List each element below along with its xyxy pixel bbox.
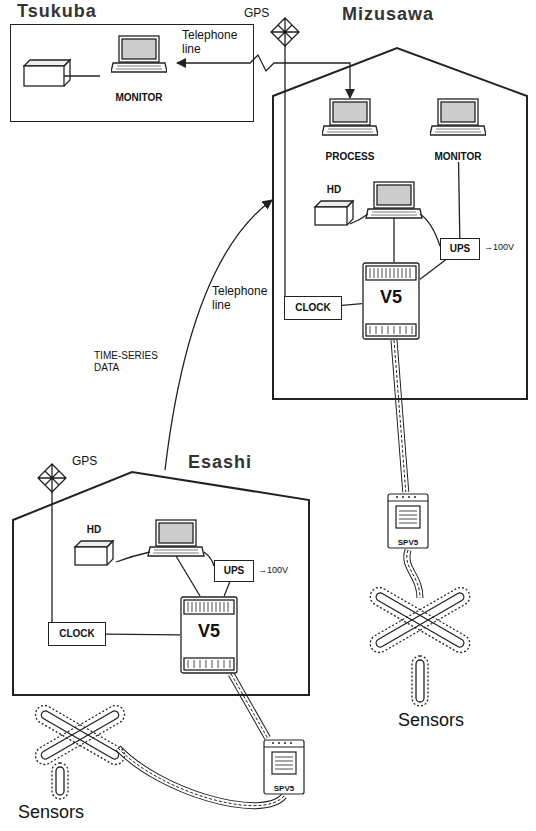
connector-line <box>459 162 460 238</box>
building-outline <box>12 470 310 696</box>
sensor-array <box>32 702 128 799</box>
connector <box>165 200 272 470</box>
edge-label: Telephone line <box>212 284 272 312</box>
cable-outline <box>231 674 267 738</box>
gps-antenna <box>271 18 299 296</box>
device-label: SPV5 <box>386 538 430 547</box>
connector <box>420 260 445 279</box>
device-label: HD <box>312 184 356 195</box>
house-node: MizusawaPROCESSMONITORHDUPSCLOCKV5 <box>272 46 528 400</box>
device-label: PROCESS <box>312 151 388 162</box>
connector <box>342 304 362 306</box>
laptop-icon <box>322 98 378 138</box>
rack-node: V5 <box>180 596 238 674</box>
sensor-array <box>367 584 473 706</box>
laptop-node: MONITOR <box>101 35 177 103</box>
connector-line <box>342 304 362 306</box>
site-name: Esashi <box>188 452 252 473</box>
laptop-computer <box>116 520 214 596</box>
edge-label: Telephone line <box>182 28 246 56</box>
annotation-label: →100V <box>258 565 288 576</box>
connector-line <box>106 634 180 636</box>
box-node: CLOCK <box>284 296 342 320</box>
device-label: MONITOR <box>420 151 496 162</box>
cable-wire <box>394 340 406 492</box>
box-node: UPS <box>440 238 480 260</box>
connector-line <box>420 260 445 279</box>
annotation-label: GPS <box>244 6 269 20</box>
device-label: SPV5 <box>262 784 306 793</box>
annotation-label: GPS <box>72 454 97 468</box>
connector <box>459 162 460 238</box>
box-node: UPS <box>214 560 254 582</box>
hd-node: HD <box>72 524 116 568</box>
cable-wire <box>231 674 267 738</box>
box-node: CLOCK <box>48 622 106 646</box>
text-patch: V5 <box>377 287 405 307</box>
site-name: Tsukuba <box>17 1 97 22</box>
device-label: MONITOR <box>101 92 177 103</box>
device-label: CLOCK <box>285 302 341 314</box>
connector-line <box>165 200 272 470</box>
hard-disk-icon <box>312 199 356 227</box>
laptop-node: MONITOR <box>420 98 496 162</box>
storage-device <box>24 60 100 86</box>
connector <box>106 634 180 636</box>
device-label: V5 <box>362 286 420 308</box>
annotation-label: TIME-SERIES DATA <box>94 350 168 374</box>
house-node: EsashiHDUPSCLOCKV5 <box>12 470 310 696</box>
device-label: HD <box>72 524 116 535</box>
annotation-label: →100V <box>484 242 514 253</box>
device-label: UPS <box>441 243 479 255</box>
device-label: V5 <box>180 620 238 642</box>
sensor-cable <box>118 550 420 806</box>
laptop-node: PROCESS <box>312 98 388 162</box>
spv-node: SPV5 <box>386 492 430 550</box>
laptop-computer <box>350 182 440 262</box>
sensor-cable <box>394 340 406 492</box>
building-outline <box>272 46 528 400</box>
laptop-icon <box>111 35 167 75</box>
gps-antenna <box>38 464 66 622</box>
hd-node: HD <box>312 184 356 228</box>
connector-line <box>224 582 229 596</box>
device-label: CLOCK <box>49 628 105 640</box>
hard-disk-icon <box>72 539 116 567</box>
device-label: UPS <box>215 565 253 577</box>
annotation-label: Sensors <box>398 710 464 730</box>
connector <box>224 582 229 596</box>
spv-node: SPV5 <box>262 738 306 796</box>
laptop-icon <box>430 98 486 138</box>
annotation-label: Sensors <box>18 802 84 822</box>
rack-node: V5 <box>362 262 420 340</box>
sensor-cable <box>231 674 267 738</box>
cable-core <box>231 674 267 738</box>
cable-outline <box>394 340 406 492</box>
text-patch: V5 <box>195 621 223 641</box>
cable-core <box>394 340 406 492</box>
site-name: Mizusawa <box>342 4 434 25</box>
